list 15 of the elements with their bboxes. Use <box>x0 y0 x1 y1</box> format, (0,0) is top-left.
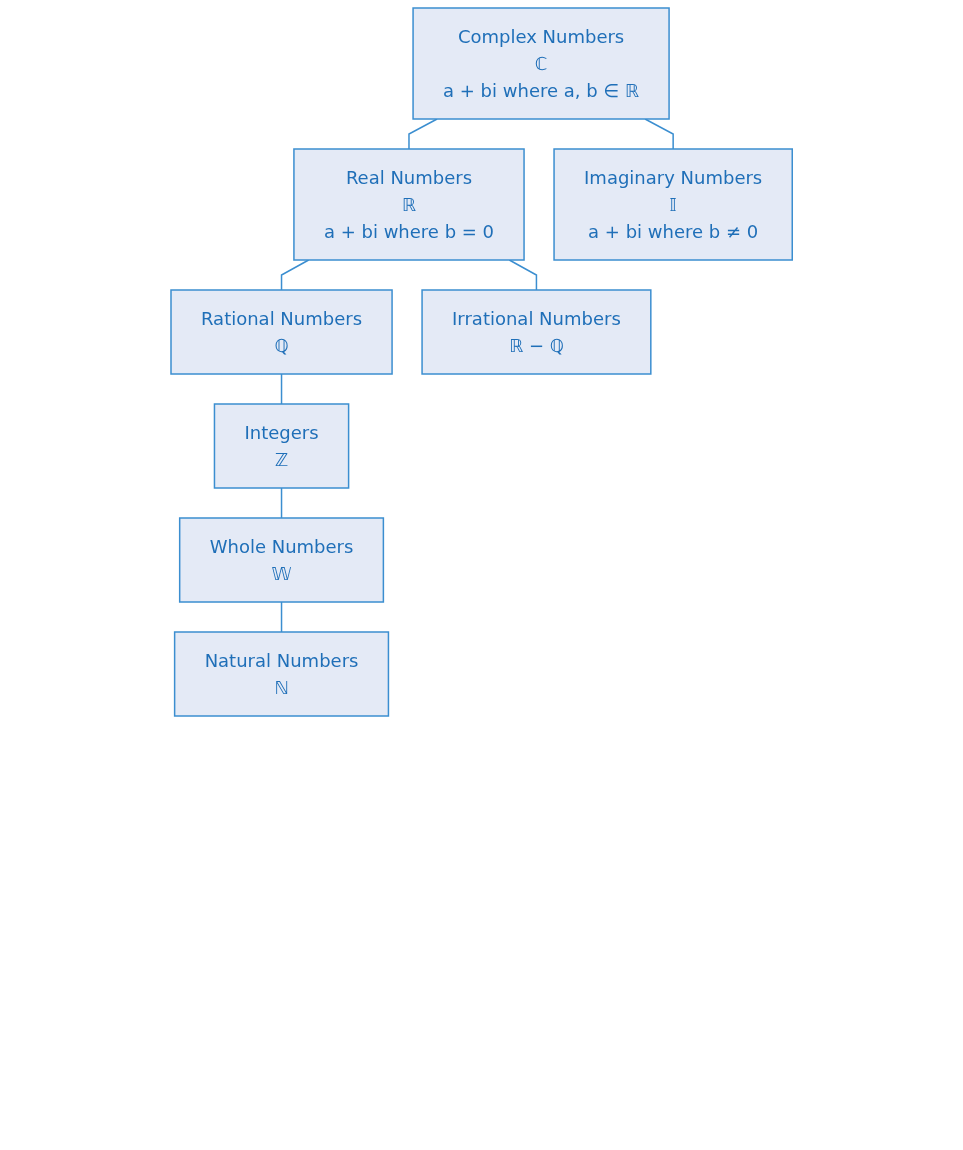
connector <box>280 487 283 519</box>
node-box: Rational Numbers ℚ <box>170 289 393 375</box>
connector <box>280 373 283 405</box>
node-box: Irrational Numbers ℝ − ℚ <box>421 289 652 375</box>
node-box: Complex Numbers ℂ a + bi where a, b ∈ ℝ <box>412 7 670 120</box>
node-box: Imaginary Numbers 𝕀 a + bi where b ≠ 0 <box>553 148 793 261</box>
node-box: Natural Numbers ℕ <box>173 631 390 717</box>
connector <box>508 259 538 291</box>
node-box: Whole Numbers 𝕎 <box>178 517 384 603</box>
connector <box>408 118 438 150</box>
connector <box>280 259 310 291</box>
node-box: Real Numbers ℝ a + bi where b = 0 <box>293 148 525 261</box>
connector <box>280 601 283 633</box>
node-box: Integers ℤ <box>213 403 350 489</box>
connector <box>644 118 674 150</box>
